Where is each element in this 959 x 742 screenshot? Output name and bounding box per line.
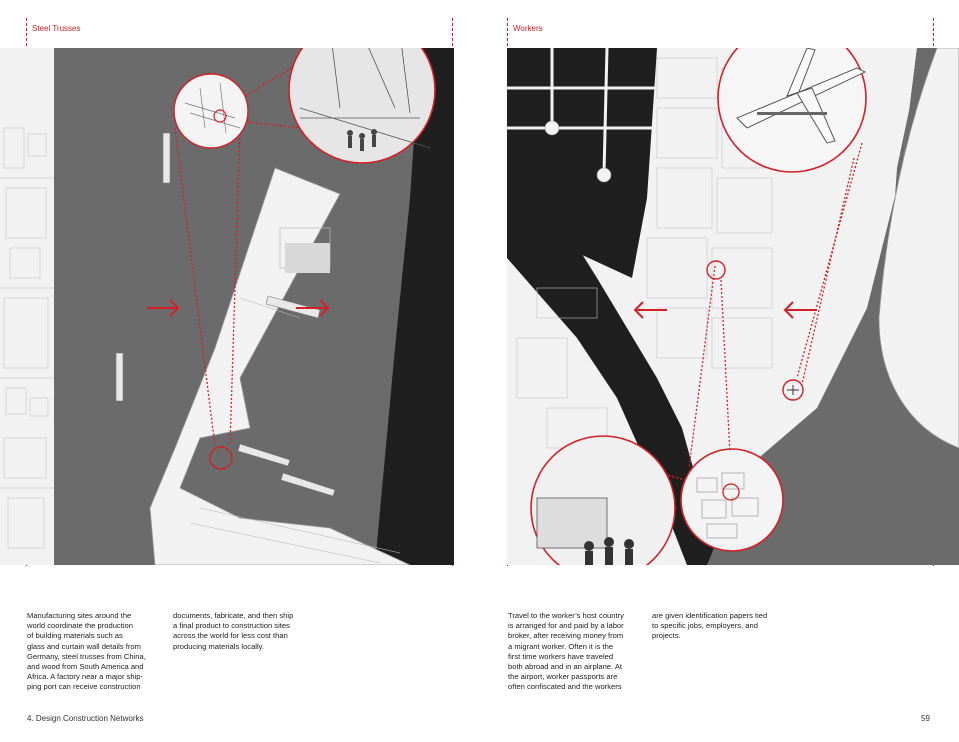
left-body-column-2: documents, fabricate, and then ship a fi…	[173, 611, 294, 651]
workers-city-map	[507, 48, 959, 565]
section-title-workers: Workers	[513, 24, 543, 33]
chapter-footer: 4. Design Construction Networks	[27, 714, 144, 723]
section-title-steel-trusses: Steel Trusses	[32, 24, 81, 33]
steel-trusses-port-map	[0, 48, 454, 565]
left-body-column-1: Manufacturing sites around the world coo…	[27, 611, 146, 692]
page-number: 59	[921, 714, 930, 723]
right-body-column-2: are given identification papers tied to …	[652, 611, 768, 641]
right-body-column-1: Travel to the worker’s host country is a…	[508, 611, 624, 692]
